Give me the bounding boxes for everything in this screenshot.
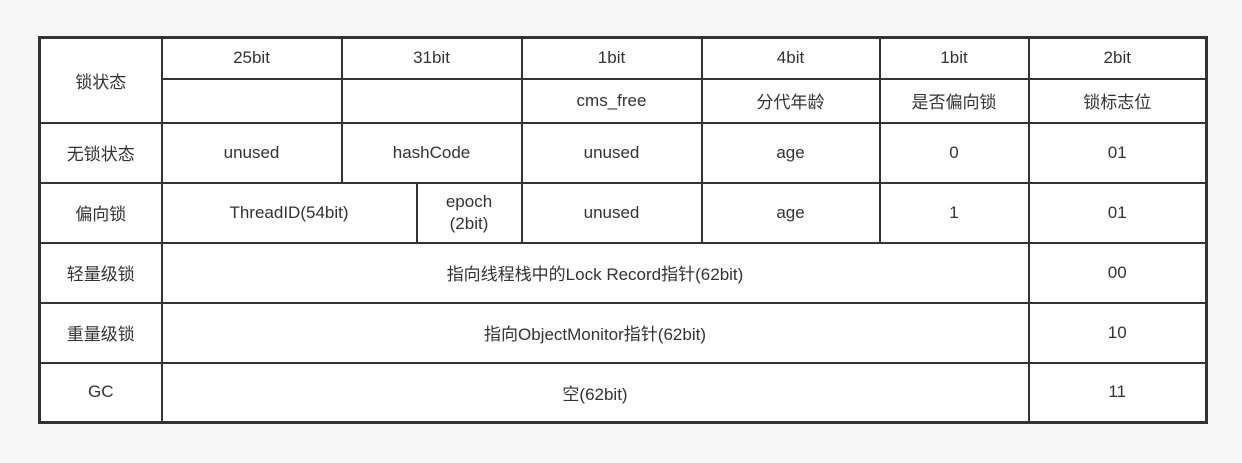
no-lock-flag-cell: 01 <box>1027 121 1208 184</box>
row-biased-lock: 偏向锁 ThreadID(54bit) epoch (2bit) unused … <box>38 181 1208 244</box>
heavyweight-lock-pointer-cell: 指向ObjectMonitor指针(62bit) <box>160 301 1030 364</box>
lock-flag-label-cell: 锁标志位 <box>1027 77 1208 124</box>
heavyweight-lock-flag-cell: 10 <box>1027 301 1208 364</box>
bits-4-header-cell: 4bit <box>700 36 881 80</box>
header-row-field-labels: cms_free 分代年龄 是否偏向锁 锁标志位 <box>40 77 1208 124</box>
row-heavyweight-lock: 重量级锁 指向ObjectMonitor指针(62bit) 10 <box>38 301 1208 364</box>
no-lock-label-cell: 无锁状态 <box>38 121 163 184</box>
biased-lock-epoch-cell: epoch (2bit) <box>415 181 523 244</box>
lightweight-lock-label-cell: 轻量级锁 <box>38 241 163 304</box>
no-lock-age-cell: age <box>700 121 881 184</box>
biased-lock-threadid-cell: ThreadID(54bit) <box>160 181 418 244</box>
epoch-line2: (2bit) <box>449 213 489 233</box>
row-no-lock: 无锁状态 unused hashCode unused age 0 01 <box>38 121 1208 184</box>
biased-lock-unused-cell: unused <box>520 181 703 244</box>
generation-age-label-cell: 分代年龄 <box>700 77 881 124</box>
bits-1-biased-header-cell: 1bit <box>878 36 1030 80</box>
cms-free-label-cell: cms_free <box>520 77 703 124</box>
biased-lock-age-cell: age <box>700 181 881 244</box>
row-lightweight-lock: 轻量级锁 指向线程栈中的Lock Record指针(62bit) 00 <box>38 241 1208 304</box>
gc-pointer-cell: 空(62bit) <box>160 361 1030 424</box>
bits-25-header-cell: 25bit <box>160 36 343 80</box>
no-lock-unused-25-cell: unused <box>160 121 343 184</box>
biased-lock-label-cell: 是否偏向锁 <box>878 77 1030 124</box>
gc-label-cell: GC <box>38 361 163 424</box>
heavyweight-lock-label-cell: 重量级锁 <box>38 301 163 364</box>
col-25-label-cell <box>160 77 343 124</box>
lightweight-lock-pointer-cell: 指向线程栈中的Lock Record指针(62bit) <box>160 241 1030 304</box>
gc-flag-cell: 11 <box>1027 361 1208 424</box>
no-lock-unused-1-cell: unused <box>520 121 703 184</box>
bits-31-header-cell: 31bit <box>340 36 523 80</box>
lock-state-header-cell: 锁状态 <box>38 36 163 124</box>
biased-lock-biased-bit-cell: 1 <box>878 181 1030 244</box>
no-lock-hashcode-cell: hashCode <box>340 121 523 184</box>
col-31-label-cell <box>340 77 523 124</box>
row-gc: GC 空(62bit) 11 <box>38 361 1208 424</box>
bits-2-header-cell: 2bit <box>1027 36 1208 80</box>
mark-word-lock-state-table: 锁状态 25bit 31bit 1bit 4bit 1bit 2bit cms_… <box>38 36 1208 424</box>
no-lock-biased-bit-cell: 0 <box>878 121 1030 184</box>
header-row-bit-widths: 锁状态 25bit 31bit 1bit 4bit 1bit 2bit <box>38 36 1208 124</box>
biased-lock-label-cell: 偏向锁 <box>38 181 163 244</box>
lightweight-lock-flag-cell: 00 <box>1027 241 1208 304</box>
biased-lock-flag-cell: 01 <box>1027 181 1208 244</box>
epoch-line1: epoch <box>445 192 493 212</box>
bits-1-cmsfree-header-cell: 1bit <box>520 36 703 80</box>
